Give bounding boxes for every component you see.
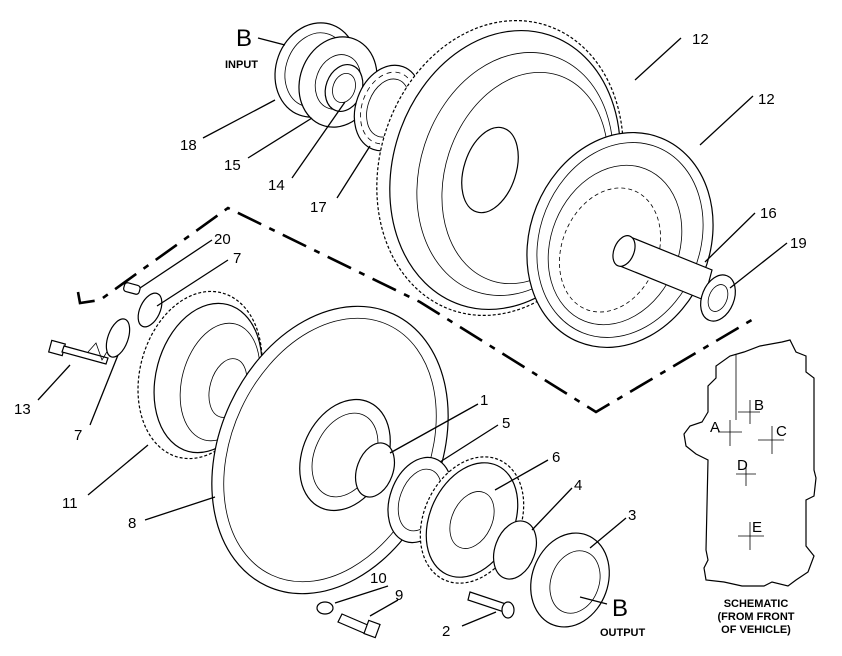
- cover-3: [530, 532, 610, 628]
- schematic-caption-line2: (FROM FRONT: [718, 611, 795, 623]
- snap-ring-4: [492, 520, 538, 580]
- pin-20: [123, 282, 141, 295]
- callout-17: 17: [310, 199, 327, 216]
- input-marker-label: INPUT: [225, 59, 258, 71]
- seal-ring-1: [354, 442, 396, 498]
- bolt-13: [47, 339, 109, 365]
- callout-16: 16: [760, 205, 777, 222]
- callout-2: 2: [442, 623, 450, 640]
- lock-washer-7-lower: [105, 318, 131, 358]
- callout-7-lower: 7: [74, 427, 82, 444]
- bearing-14: [324, 64, 364, 112]
- lock-plate-7-upper: [137, 292, 163, 328]
- callout-20: 20: [214, 231, 231, 248]
- callout-8: 8: [128, 515, 136, 532]
- callout-12-ring-gear: 12: [692, 31, 709, 48]
- shaft-end-19: [700, 274, 736, 322]
- callout-3: 3: [628, 507, 636, 524]
- washer-10: [316, 601, 334, 615]
- output-marker-letter: B: [612, 595, 628, 622]
- callout-12-carrier: 12: [758, 91, 775, 108]
- callout-9: 9: [395, 587, 403, 604]
- bolt-9: [337, 613, 381, 639]
- callout-6: 6: [552, 449, 560, 466]
- callout-11: 11: [62, 495, 78, 512]
- callout-10: 10: [370, 570, 387, 587]
- callout-5: 5: [502, 415, 510, 432]
- callout-7-upper: 7: [233, 250, 241, 267]
- callout-4: 4: [574, 477, 582, 494]
- schematic-point-b: B: [754, 397, 764, 414]
- callout-13: 13: [14, 401, 31, 418]
- callout-19: 19: [790, 235, 807, 252]
- leader-lines: [37, 37, 788, 627]
- callout-15: 15: [224, 157, 241, 174]
- input-marker-letter: B: [236, 25, 252, 52]
- schematic-caption-line3: OF VEHICLE): [721, 624, 791, 636]
- vehicle-schematic: [683, 339, 817, 587]
- schematic-point-c: C: [776, 423, 787, 440]
- schematic-caption-line1: SCHEMATIC: [724, 598, 789, 610]
- bolt-2: [467, 591, 515, 619]
- schematic-point-a: A: [710, 419, 720, 436]
- schematic-point-d: D: [737, 457, 748, 474]
- callout-14: 14: [268, 177, 285, 194]
- callout-18: 18: [180, 137, 197, 154]
- callout-1: 1: [480, 392, 488, 409]
- schematic-point-e: E: [752, 519, 762, 536]
- output-marker-label: OUTPUT: [600, 627, 646, 639]
- subassembly-boundary: [76, 206, 756, 414]
